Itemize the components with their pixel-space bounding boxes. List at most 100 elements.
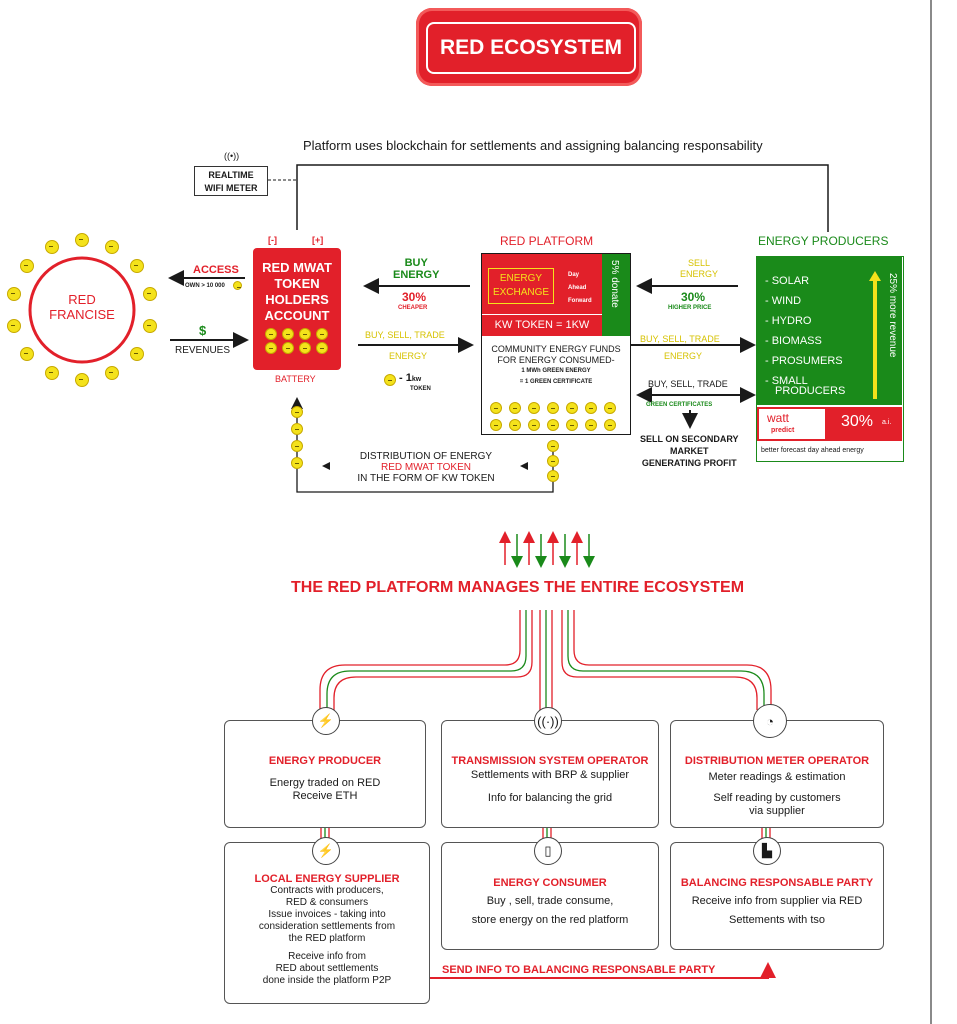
option-ahead: Ahead: [568, 285, 587, 291]
card-line: Receive info from: [288, 951, 366, 962]
token-coin-icon: [291, 457, 303, 469]
token-coin-icon: [105, 366, 120, 381]
token-coin-icon: [316, 342, 328, 354]
ai-pct: 30%: [841, 413, 874, 430]
energy-exchange-box: ENERGY EXCHANGE: [488, 268, 554, 304]
token-coin-icon: [384, 374, 396, 386]
token-coin-icon: [585, 402, 597, 414]
token-coin-icon: [547, 419, 559, 431]
producer-item: PRODUCERS: [775, 385, 846, 397]
phone-icon: ▯: [534, 837, 562, 865]
card-title: BALANCING RESPONSABLE PARTY: [680, 877, 874, 889]
card-title: DISTRIBUTION METER OPERATOR: [684, 755, 870, 767]
exchange-options: Day Ahead Forward: [568, 269, 592, 308]
token-coin-icon: [75, 373, 89, 387]
secondary-line1: SELL ON SECONDARY: [640, 434, 739, 444]
factory-icon: ▙: [753, 837, 781, 865]
card-line: Contracts with producers,: [270, 885, 384, 896]
token-coin-icon: [547, 470, 559, 482]
token-coin-icon: [44, 366, 59, 381]
access-label: ACCESS: [193, 264, 239, 276]
franchise-line2: FRANCISE: [49, 307, 115, 322]
gauge-icon: ◔: [753, 704, 787, 738]
token-coin-icon: [528, 402, 540, 414]
dollar-symbol: $: [199, 323, 207, 338]
card-energy-consumer: ENERGY CONSUMER Buy , sell, trade consum…: [441, 842, 659, 950]
token-coin-icon: [547, 455, 559, 467]
card-line: Energy traded on RED: [269, 777, 381, 789]
token-note: - 1kw: [399, 372, 422, 384]
sell-energy-label: SELL ENERGY: [680, 258, 718, 280]
token-coin-icon: [265, 328, 277, 340]
meter-line2: WIFI METER: [204, 183, 258, 193]
buy-energy-sub: CHEAPER: [398, 305, 428, 311]
exchange-line2: EXCHANGE: [492, 287, 550, 298]
token-holders-battery: RED MWAT TOKEN HOLDERS ACCOUNT: [253, 248, 341, 370]
lightning-icon: ⚡: [312, 707, 340, 735]
buy-energy-label: BUY ENERGY: [393, 257, 439, 281]
token-coin-icon: [75, 233, 89, 247]
token-coin-icon: [129, 259, 144, 274]
manages-title: THE RED PLATFORM MANAGES THE ENTIRE ECOS…: [291, 579, 745, 596]
platform-title: RED PLATFORM: [500, 234, 594, 248]
token-coin-icon: [44, 239, 59, 254]
realtime-meter-box: REALTIME WIFI METER: [194, 166, 268, 196]
token-note-value: 1: [405, 372, 412, 384]
token-coin-icon: [265, 342, 277, 354]
card-line: consideration settlements from: [258, 921, 396, 932]
lightning-icon: ⚡: [312, 837, 340, 865]
card-energy-producer: ENERGY PRODUCER Energy traded on RED Rec…: [224, 720, 426, 828]
token-coin-icon: [20, 259, 35, 274]
battery-caption: BATTERY: [275, 374, 316, 384]
battery-pos: [+]: [312, 235, 324, 245]
producer-item: - HYDRO: [765, 315, 812, 327]
option-day: Day: [568, 272, 580, 278]
distribution-line1: DISTRIBUTION OF ENERGY: [359, 451, 493, 462]
producer-item: - WIND: [765, 295, 802, 307]
token-coin-icon: [585, 419, 597, 431]
token-line4: ACCOUNT: [264, 308, 330, 323]
card-title: ENERGY PRODUCER: [268, 755, 382, 767]
token-coin-icon: [490, 419, 502, 431]
revenue-label: 25% more revenue: [887, 273, 898, 358]
certificates-label1: BUY, SELL, TRADE: [648, 379, 728, 389]
card-line: Self reading by customers: [713, 792, 841, 804]
meter-line1: REALTIME: [208, 170, 254, 180]
funds-line3: 1 MWh GREEN ENERGY: [521, 368, 591, 374]
producers-title: ENERGY PRODUCERS: [758, 234, 889, 248]
token-coin-icon: [604, 419, 616, 431]
funds-line4: = 1 GREEN CERTIFICATE: [519, 379, 593, 385]
token-coin-icon: [566, 402, 578, 414]
donate-label: 5% donate: [609, 260, 620, 308]
platform-box: ENERGY EXCHANGE Day Ahead Forward KW TOK…: [481, 253, 631, 435]
token-coin-icon: [509, 419, 521, 431]
card-dmo: DISTRIBUTION METER OPERATOR Meter readin…: [670, 720, 884, 828]
radio-tower-icon: ((·)): [534, 707, 562, 735]
card-line: Receive ETH: [292, 790, 358, 802]
page-scroll-edge: [930, 0, 932, 1024]
card-title: LOCAL ENERGY SUPPLIER: [254, 873, 400, 885]
distribution-text: DISTRIBUTION OF ENERGY RED MWAT TOKEN IN…: [334, 451, 518, 484]
producer-item: - SOLAR: [765, 275, 810, 287]
token-coin-icon: [528, 419, 540, 431]
token-coin-icon: [291, 440, 303, 452]
card-line: done inside the platform P2P: [262, 975, 392, 986]
card-title: ENERGY CONSUMER: [493, 877, 607, 889]
sell-energy-line2: ENERGY: [680, 269, 719, 279]
revenue-arrow-shaft: [873, 281, 877, 399]
token-line2: TOKEN: [274, 276, 320, 291]
secondary-market: SELL ON SECONDARY MARKET GENERATING PROF…: [640, 433, 739, 469]
funds-line1: COMMUNITY ENERGY FUNDS: [491, 344, 621, 354]
card-tso: TRANSMISSION SYSTEM OPERATOR Settlements…: [441, 720, 659, 828]
card-line: Meter readings & estimation: [708, 771, 846, 783]
token-word: TOKEN: [410, 386, 431, 392]
kw-token-label: KW TOKEN = 1KW: [482, 314, 602, 335]
producer-item: - BIOMASS: [765, 335, 822, 347]
buy-energy-line1: BUY: [404, 257, 428, 269]
card-line: Issue invoices - taking into: [268, 909, 386, 920]
donate-band: 5% donate: [602, 254, 630, 336]
title-badge: RED ECOSYSTEM: [416, 8, 642, 86]
buy-energy-line2: ENERGY: [393, 269, 440, 281]
distribution-line2: RED MWAT TOKEN: [380, 462, 471, 473]
